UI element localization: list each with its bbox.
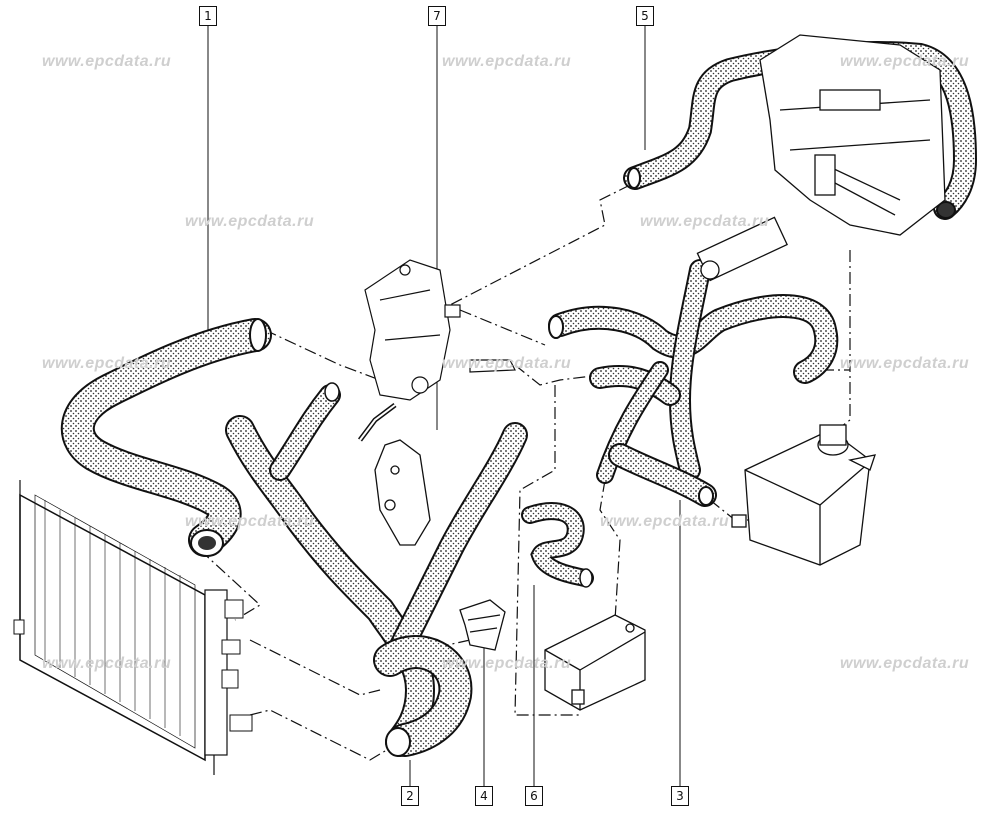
- watermark: www.epcdata.ru: [42, 655, 172, 672]
- watermark: www.epcdata.ru: [600, 513, 730, 530]
- watermark: www.epcdata.ru: [840, 355, 970, 372]
- watermark: www.epcdata.ru: [185, 513, 315, 530]
- hose-2: [225, 382, 528, 757]
- radiator: [13, 480, 253, 775]
- callout-5: 5: [636, 6, 654, 26]
- watermark: www.epcdata.ru: [42, 53, 172, 70]
- callout-2: 2: [401, 786, 419, 806]
- watermark: www.epcdata.ru: [42, 355, 172, 372]
- callout-4: 4: [475, 786, 493, 806]
- callout-3: 3: [671, 786, 689, 806]
- oil-cooler: [544, 614, 646, 711]
- expansion-tank: [731, 424, 876, 566]
- callout-6: 6: [525, 786, 543, 806]
- hose-1: [60, 318, 272, 557]
- watermark: www.epcdata.ru: [840, 53, 970, 70]
- watermark: www.epcdata.ru: [840, 655, 970, 672]
- pipe-7: [358, 403, 431, 546]
- hose-3: [548, 216, 839, 507]
- hose-6: [521, 502, 594, 588]
- watermark: www.epcdata.ru: [442, 355, 572, 372]
- watermark: www.epcdata.ru: [185, 213, 315, 230]
- heater-box: [759, 34, 946, 236]
- watermark: www.epcdata.ru: [640, 213, 770, 230]
- clip-4: [459, 599, 506, 651]
- engine-housing: [364, 259, 516, 401]
- watermark: www.epcdata.ru: [442, 53, 572, 70]
- callout-7: 7: [428, 6, 446, 26]
- callout-1: 1: [199, 6, 217, 26]
- watermark: www.epcdata.ru: [442, 655, 572, 672]
